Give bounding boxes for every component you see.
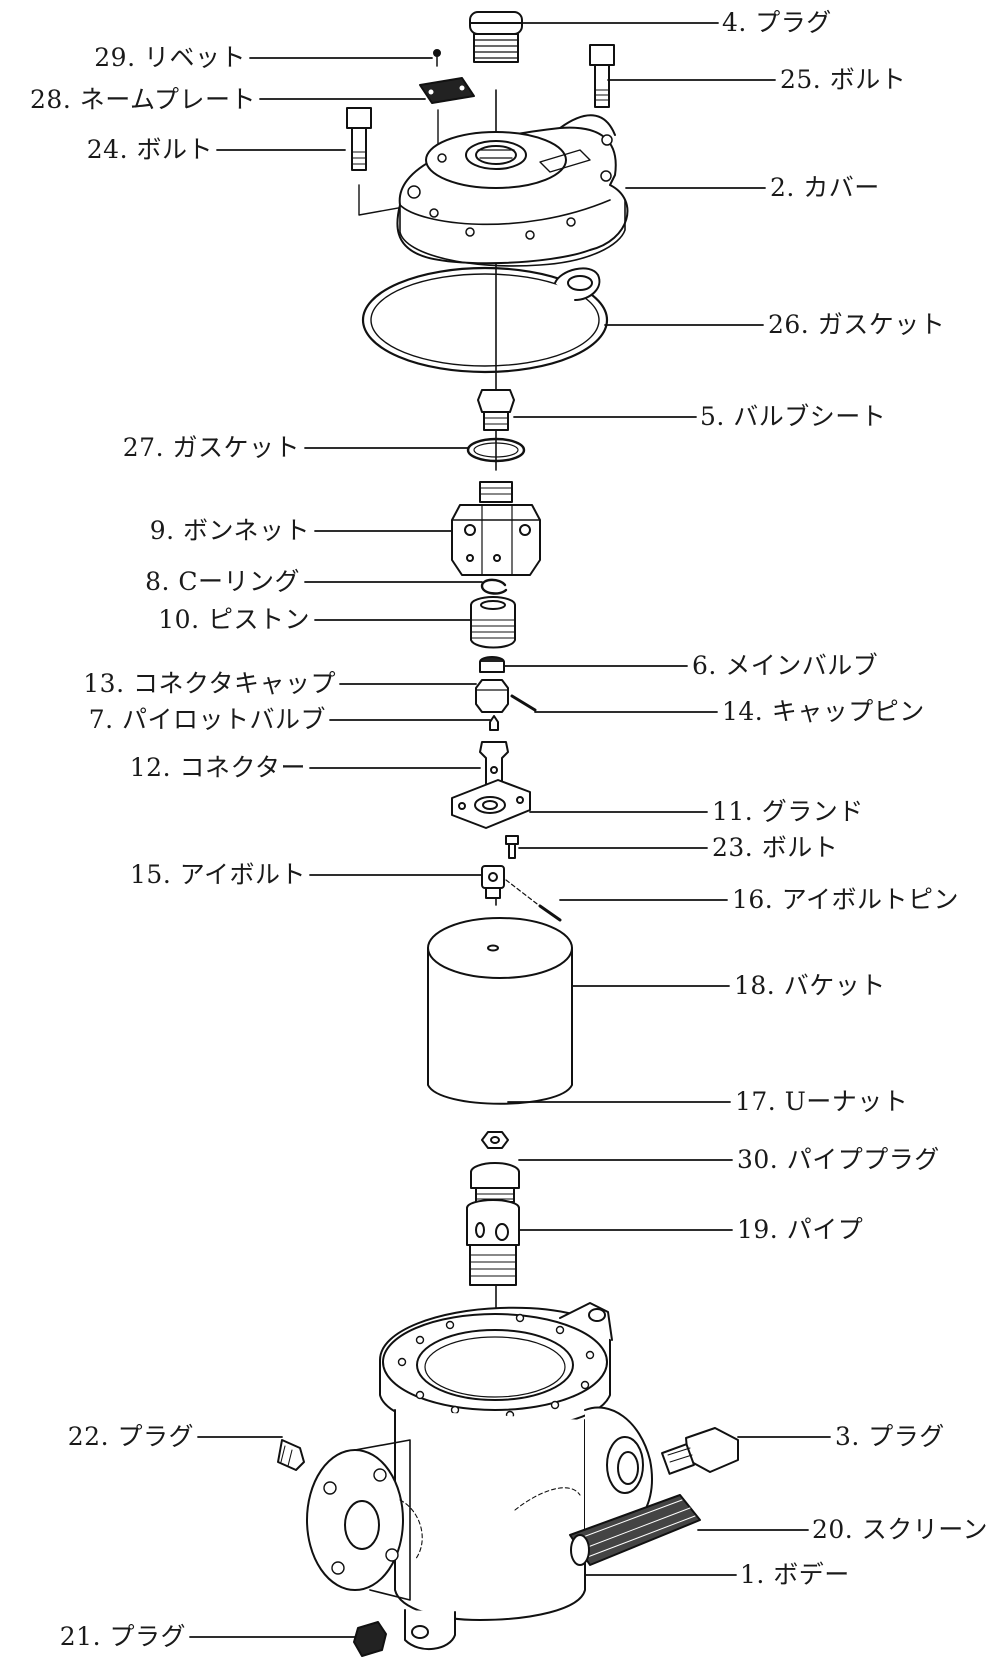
label-gasket-26: 26. ガスケット [768,310,946,339]
label-piston-10: 10. ピストン [158,605,310,634]
label-bonnet-9: 9. ボンネット [149,516,310,545]
plug-21-part [353,1621,387,1657]
label-plug-3: 3. プラグ [835,1422,945,1451]
label-pilot-valve-7: 7. パイロットバルブ [88,705,326,734]
pilot-valve-part [489,715,499,731]
screen-part [569,1494,701,1566]
connector-cap-part [475,679,509,713]
pipe-plug-part [470,1162,520,1203]
label-nameplate-28: 28. ネームプレート [30,85,256,114]
label-pipe-plug-30: 30. パイププラグ [737,1145,940,1174]
cover-part [396,114,629,267]
c-ring-part [480,578,508,595]
label-valve-seat-5: 5. バルブシート [700,402,887,431]
label-bolt-25: 25. ボルト [780,65,907,94]
gland-part [451,779,531,829]
bucket-part [427,917,573,1105]
label-eye-bolt-15: 15. アイボルト [130,860,306,889]
label-cover-2: 2. カバー [770,173,880,202]
plug-top-part [469,11,523,63]
plug-3-part [661,1427,739,1475]
rivet-part [433,49,441,67]
pipe-part [466,1199,520,1286]
label-bucket-18: 18. バケット [734,971,886,1000]
eye-bolt-part [481,865,505,899]
label-plug-4: 4. プラグ [722,8,832,37]
u-nut-part [481,1131,509,1149]
bonnet-part [451,481,541,576]
gasket-27-part [466,437,526,463]
label-cap-pin-14: 14. キャップピン [722,697,925,726]
leader-lines [189,22,831,1638]
label-connector-12: 12. コネクター [129,753,306,782]
eye-bolt-pin-part [505,879,562,922]
label-rivet-29: 29. リベット [94,43,246,72]
label-u-nut-17: 17. Uーナット [735,1087,909,1116]
bolt-23-part [505,835,519,859]
label-body-1: 1. ボデー [740,1560,850,1589]
label-main-valve-6: 6. メインバルブ [692,651,879,680]
cap-pin-part [510,694,537,712]
label-pipe-19: 19. パイプ [737,1215,864,1244]
label-plug-21: 21. プラグ [59,1622,186,1651]
label-gasket-27: 27. ガスケット [122,433,300,462]
connector-part [479,741,509,786]
main-valve-part [479,656,505,673]
bolt-25-part [589,44,615,108]
valve-seat-part [477,389,515,431]
piston-part [470,596,516,649]
body-part [306,1302,653,1651]
label-c-ring-8: 8. Cーリング [145,567,300,596]
label-connector-cap-13: 13. コネクタキャップ [83,669,336,698]
label-plug-22: 22. プラグ [67,1422,194,1451]
label-bolt-23: 23. ボルト [712,833,839,862]
gasket-26-part [361,266,609,374]
bolt-24-part [346,107,416,216]
label-screen-20: 20. スクリーン [812,1515,988,1544]
plug-22-part [277,1439,305,1471]
label-gland-11: 11. グランド [712,797,864,826]
label-eye-bolt-pin-16: 16. アイボルトピン [732,885,959,914]
label-bolt-24: 24. ボルト [86,135,213,164]
